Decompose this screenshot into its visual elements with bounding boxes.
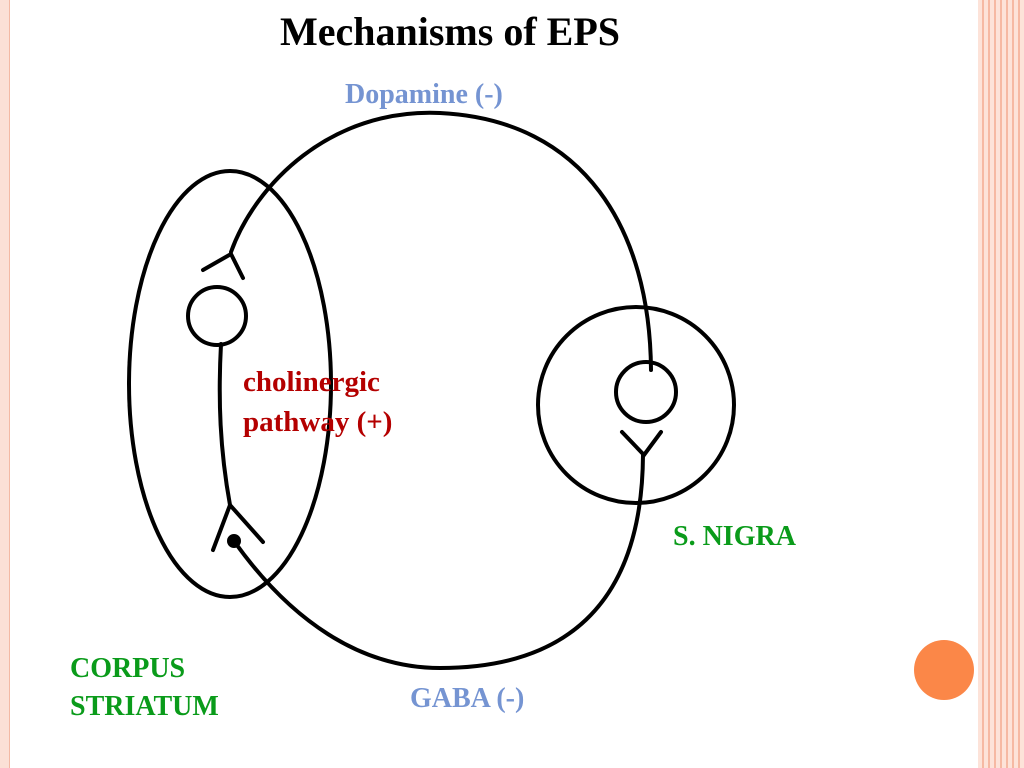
gaba-pathway bbox=[232, 453, 645, 671]
dopamine-label: Dopamine (-) bbox=[345, 79, 503, 110]
corpus-label-line1: CORPUS bbox=[70, 653, 186, 684]
left-border-decoration bbox=[0, 0, 10, 768]
cholinergic-label-line1: cholinergic bbox=[243, 366, 380, 398]
corpus-label-line2: STRIATUM bbox=[70, 691, 219, 722]
corpus-striatum-label: CORPUS STRIATUM bbox=[70, 650, 219, 726]
gaba-terminal bbox=[620, 430, 663, 459]
corpus-striatum-region bbox=[127, 169, 333, 599]
striatal-neuron-body bbox=[186, 285, 248, 347]
slide-title: Mechanisms of EPS bbox=[280, 9, 620, 54]
orange-circle-decoration bbox=[914, 640, 974, 700]
s-nigra-label: S. NIGRA bbox=[673, 521, 796, 552]
dopamine-pathway bbox=[229, 110, 653, 372]
cholinergic-axon bbox=[217, 342, 232, 507]
cholinergic-terminal bbox=[211, 501, 265, 552]
gaba-label: GABA (-) bbox=[410, 683, 525, 714]
nigral-neuron-body bbox=[614, 360, 678, 424]
dopamine-terminal bbox=[201, 251, 245, 280]
right-border-decoration bbox=[978, 0, 1024, 768]
substantia-nigra-region bbox=[536, 305, 736, 505]
cholinergic-label-line2: pathway (+) bbox=[243, 406, 393, 438]
cholinergic-pathway-label: cholinergic pathway (+) bbox=[243, 362, 392, 442]
